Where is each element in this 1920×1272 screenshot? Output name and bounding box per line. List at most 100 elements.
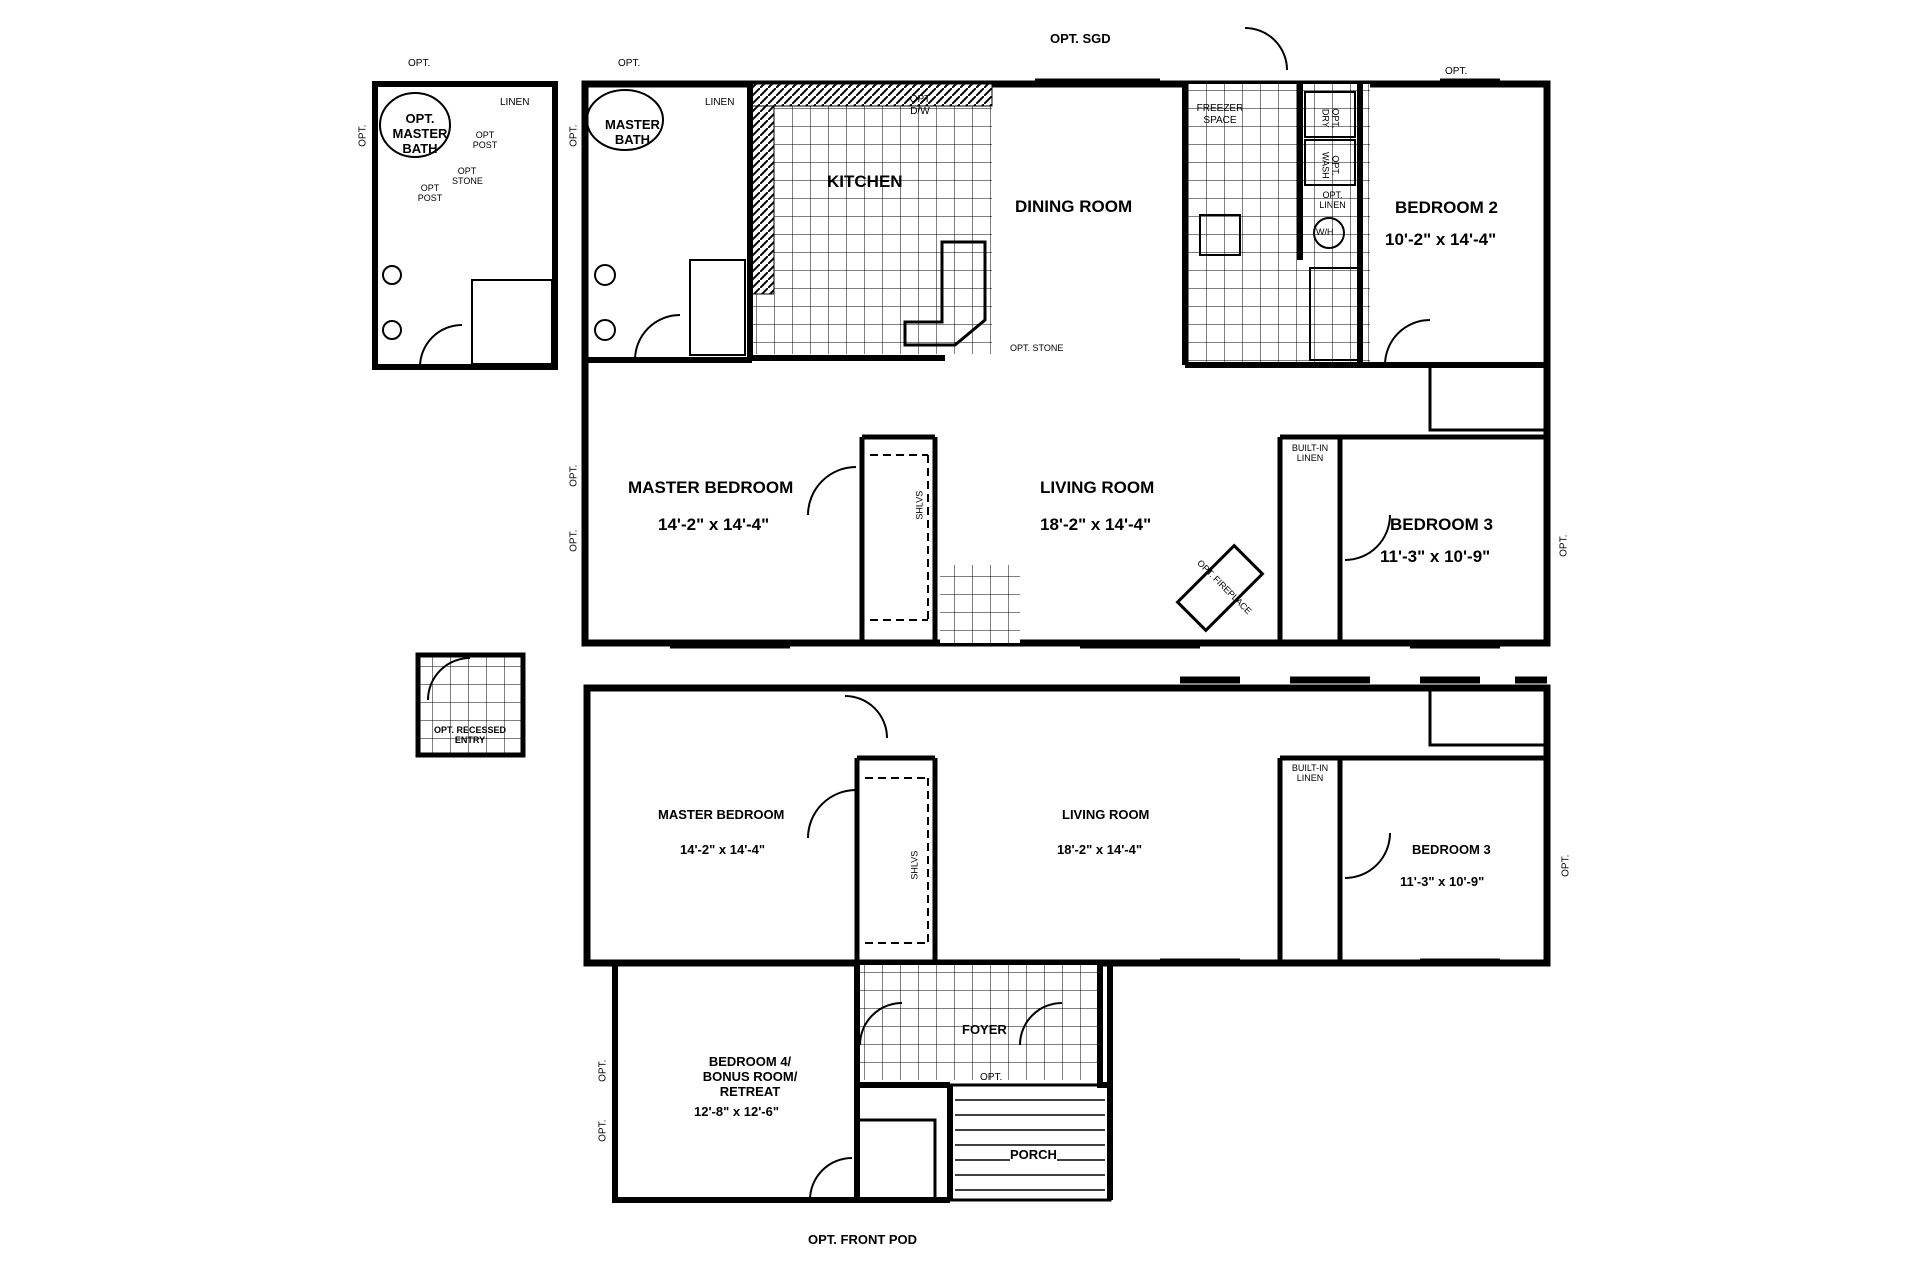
- bath-option-opt-top: OPT.: [408, 58, 431, 69]
- bedroom3-size: 11'-3" x 10'-9": [1380, 547, 1491, 566]
- door-master-bath: [634, 314, 681, 361]
- opt-door: [419, 324, 463, 368]
- bottom-door-top: [844, 695, 888, 739]
- recessed-entry: [415, 652, 526, 758]
- utility-tile: [1185, 84, 1370, 364]
- kitchen-tile: [752, 84, 992, 354]
- opt-side-4: OPT.: [1558, 534, 1570, 557]
- fireplace-box: [1175, 543, 1265, 633]
- opt-sgd-label: OPT. SGD: [1050, 31, 1111, 46]
- pod-door2: [1019, 1002, 1063, 1046]
- bath-option: [372, 81, 558, 370]
- foyer-label: FOYER: [962, 1022, 1007, 1037]
- closet-dash: [870, 454, 929, 621]
- bottom-built-in-linen: BUILT-IN LINEN: [1291, 763, 1329, 784]
- bottom-master-bedroom-label: MASTER BEDROOM: [658, 807, 785, 822]
- bedroom4-label: BEDROOM 4/ BONUS ROOM/ RETREAT: [702, 1054, 798, 1099]
- foyer-opt-label: OPT.: [980, 1072, 1003, 1083]
- front-pod-foyer-tile: [860, 965, 1100, 1080]
- master-bath-label: MASTER BATH: [605, 117, 660, 147]
- kitchen-counter-left: [751, 83, 775, 295]
- living-room-size: 18'-2" x 14'-4": [1040, 515, 1152, 534]
- door-utility: [1244, 27, 1288, 71]
- freezer-label: FREEZER SPACE: [1196, 103, 1244, 126]
- master-tub: [586, 89, 664, 151]
- opt-dry-label: OPT. DRY: [1320, 108, 1341, 129]
- bedroom2-wall: [1357, 84, 1547, 368]
- master-bedroom-size: 14'-2" x 14'-4": [658, 515, 770, 534]
- door-master-bedroom: [807, 466, 857, 516]
- bottom-bedroom3-label: BEDROOM 3: [1412, 842, 1491, 857]
- bedroom2-closet: [1428, 365, 1547, 432]
- bath-option-wall: [372, 81, 558, 370]
- opt-wash-label: OPT. WASH: [1320, 152, 1341, 179]
- bottom-living-size: 18'-2" x 14'-4": [1057, 842, 1143, 857]
- bottom-shlvs: SHLVS: [909, 850, 920, 880]
- sink1: [594, 264, 616, 286]
- bottom-closet2: [1428, 688, 1547, 747]
- pod-window: [680, 961, 800, 1202]
- opt-top-right: OPT.: [1445, 66, 1468, 77]
- front-pod-label: OPT. FRONT POD: [808, 1232, 918, 1247]
- bottom-closet-wall: [854, 755, 938, 963]
- master-shower: [689, 259, 746, 356]
- closet-wall: [859, 434, 938, 640]
- bedroom4-size: 12'-8" x 12'-6": [694, 1104, 780, 1119]
- pod-closet: [857, 1118, 937, 1200]
- kitchen-island: [903, 240, 987, 347]
- shlvs-label: SHLVS: [914, 490, 925, 520]
- bottom-plan-outer: [583, 684, 1551, 967]
- opt-shower: [471, 279, 553, 365]
- opt-linen-label: OPT. LINEN: [1319, 190, 1346, 211]
- bottom-plan: [583, 676, 1551, 1203]
- bottom-door-mb: [807, 789, 857, 839]
- bath-option-linen: LINEN: [500, 97, 530, 108]
- bottom-opt-side: OPT.: [1560, 854, 1572, 877]
- bottom-bedroom3-size: 11'-3" x 10'-9": [1400, 874, 1485, 889]
- porch: [948, 1083, 1112, 1202]
- bottom-closet-dash: [865, 777, 929, 944]
- pod-opt-2: OPT.: [597, 1119, 609, 1142]
- porch-treads: [955, 1099, 1105, 1191]
- top-plan: [581, 27, 1551, 649]
- opt-tub: [379, 92, 451, 158]
- opt-top-left: OPT.: [618, 58, 641, 69]
- master-bedroom-label: MASTER BEDROOM: [628, 478, 794, 497]
- bath2-tub: [1309, 267, 1359, 361]
- bath-option-opt-side: OPT.: [357, 124, 369, 147]
- opt-stone-bath: OPT STONE: [452, 166, 483, 187]
- porch-label: PORCH: [1010, 1147, 1057, 1163]
- opt-stone-label: OPT. STONE: [1010, 343, 1064, 353]
- bottom-bed3-wall: [1277, 755, 1547, 963]
- door-bedroom3: [1344, 514, 1391, 561]
- wash-box: [1304, 139, 1356, 186]
- bedroom3-label: BEDROOM 3: [1390, 515, 1493, 534]
- opt-sink1: [382, 265, 402, 285]
- opt-master-bath-label: OPT. MASTER BATH: [392, 111, 448, 156]
- bath2-walls: [1182, 84, 1360, 368]
- fridge-box: [1199, 214, 1241, 256]
- kitchen-counter-top: [751, 83, 993, 107]
- kitchen-label: KITCHEN: [827, 172, 903, 191]
- door-bedroom2: [1384, 319, 1431, 366]
- master-bath-wall: [585, 84, 753, 363]
- bedroom2-size: 10'-2" x 14'-4": [1385, 230, 1497, 249]
- recessed-entry-box: [415, 652, 526, 758]
- sink2: [594, 319, 616, 341]
- opt-post-1: OPT POST: [472, 130, 498, 151]
- wh-tank: [1313, 217, 1345, 249]
- bottom-master-bedroom-size: 14'-2" x 14'-4": [680, 842, 766, 857]
- dry-box: [1304, 91, 1356, 138]
- opt-side-2: OPT.: [568, 464, 580, 487]
- recessed-entry-label: OPT. RECESSED ENTRY: [433, 725, 507, 746]
- bedroom2-label: BEDROOM 2: [1395, 198, 1498, 217]
- opt-post-2: OPT POST: [417, 183, 443, 204]
- entry-tile: [940, 565, 1020, 643]
- pod-opt-1: OPT.: [597, 1059, 609, 1082]
- built-in-linen-label: BUILT-IN LINEN: [1291, 443, 1329, 464]
- bottom-door-b3: [1344, 832, 1391, 879]
- dining-room-label: DINING ROOM: [1015, 197, 1133, 216]
- bedroom3-wall: [1277, 434, 1547, 640]
- linen-label: LINEN: [705, 97, 735, 108]
